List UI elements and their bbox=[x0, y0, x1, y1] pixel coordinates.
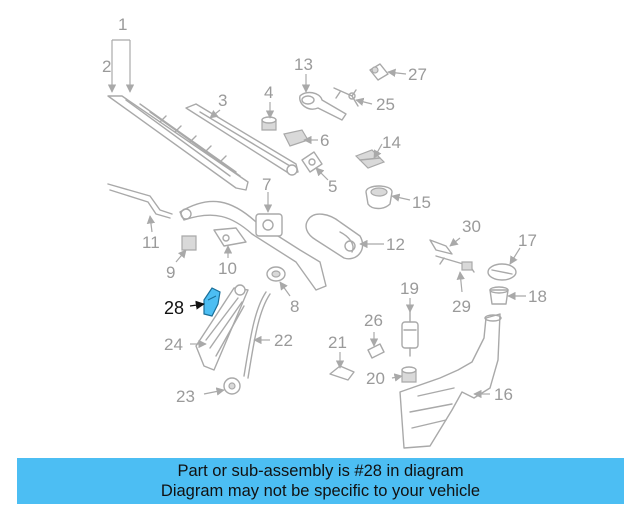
cap-part-18 bbox=[489, 286, 509, 305]
label-14: 14 bbox=[382, 133, 401, 152]
pump-part-19 bbox=[401, 309, 419, 357]
label-8: 8 bbox=[290, 297, 299, 316]
hose-part-22 bbox=[243, 291, 271, 379]
label-25: 25 bbox=[376, 95, 395, 114]
bracket-part-10 bbox=[213, 227, 247, 247]
cap-part-6 bbox=[283, 129, 309, 147]
leader-lines bbox=[107, 39, 526, 399]
linkage-part-7 bbox=[179, 200, 327, 291]
label-13: 13 bbox=[294, 55, 313, 74]
highlighted-part-28 bbox=[203, 287, 221, 317]
wiper-blade-part-2 bbox=[107, 95, 249, 191]
pump-part-17 bbox=[487, 263, 517, 281]
label-24: 24 bbox=[164, 335, 183, 354]
hose-part-21 bbox=[329, 365, 355, 381]
mount-part-15 bbox=[365, 185, 393, 210]
grommet-part-9 bbox=[181, 235, 197, 251]
caption-banner: Part or sub-assembly is #28 in diagram D… bbox=[17, 458, 624, 504]
grommet-part-23 bbox=[223, 377, 241, 395]
label-6: 6 bbox=[320, 131, 329, 150]
label-27: 27 bbox=[408, 65, 427, 84]
crank-part-13 bbox=[299, 91, 347, 121]
bracket-part-30 bbox=[429, 239, 453, 255]
label-30: 30 bbox=[462, 217, 481, 236]
label-20: 20 bbox=[366, 369, 385, 388]
label-15: 15 bbox=[412, 193, 431, 212]
label-26: 26 bbox=[364, 311, 383, 330]
label-12: 12 bbox=[386, 235, 405, 254]
bracket-part-5 bbox=[301, 151, 323, 173]
label-21: 21 bbox=[328, 333, 347, 352]
label-1: 1 bbox=[118, 15, 127, 34]
label-19: 19 bbox=[400, 279, 419, 298]
label-18: 18 bbox=[528, 287, 547, 306]
label-23: 23 bbox=[176, 387, 195, 406]
bracket-part-29 bbox=[435, 255, 475, 273]
bushing-part-8 bbox=[266, 266, 286, 282]
callout-labels: 1 2 3 4 5 6 7 8 9 10 11 12 13 14 15 16 1… bbox=[102, 15, 547, 406]
grommet-part-20 bbox=[401, 366, 417, 383]
caption-line-1: Part or sub-assembly is #28 in diagram bbox=[177, 462, 464, 480]
nozzle-part-26 bbox=[367, 343, 385, 359]
connector-part-27 bbox=[369, 63, 389, 81]
reservoir-part-16 bbox=[399, 313, 502, 449]
label-4: 4 bbox=[264, 83, 273, 102]
bracket-part-14 bbox=[354, 149, 386, 169]
label-29: 29 bbox=[452, 297, 471, 316]
label-9: 9 bbox=[166, 263, 175, 282]
link-part-25 bbox=[333, 87, 359, 107]
nut-part-4 bbox=[261, 116, 277, 131]
label-22: 22 bbox=[274, 331, 293, 350]
wiper-arm-part-3 bbox=[185, 103, 299, 176]
motor-part-12 bbox=[305, 213, 364, 260]
caption-line-2: Diagram may not be specific to your vehi… bbox=[160, 482, 481, 500]
label-7: 7 bbox=[262, 175, 271, 194]
bracket-part-24 bbox=[195, 284, 249, 371]
label-28: 28 bbox=[164, 298, 184, 318]
label-2: 2 bbox=[102, 57, 111, 76]
label-5: 5 bbox=[328, 177, 337, 196]
label-16: 16 bbox=[494, 385, 513, 404]
hose-part-11 bbox=[107, 183, 173, 219]
label-11: 11 bbox=[142, 233, 160, 252]
label-3: 3 bbox=[218, 91, 227, 110]
label-17: 17 bbox=[518, 231, 537, 250]
label-10: 10 bbox=[218, 259, 237, 278]
